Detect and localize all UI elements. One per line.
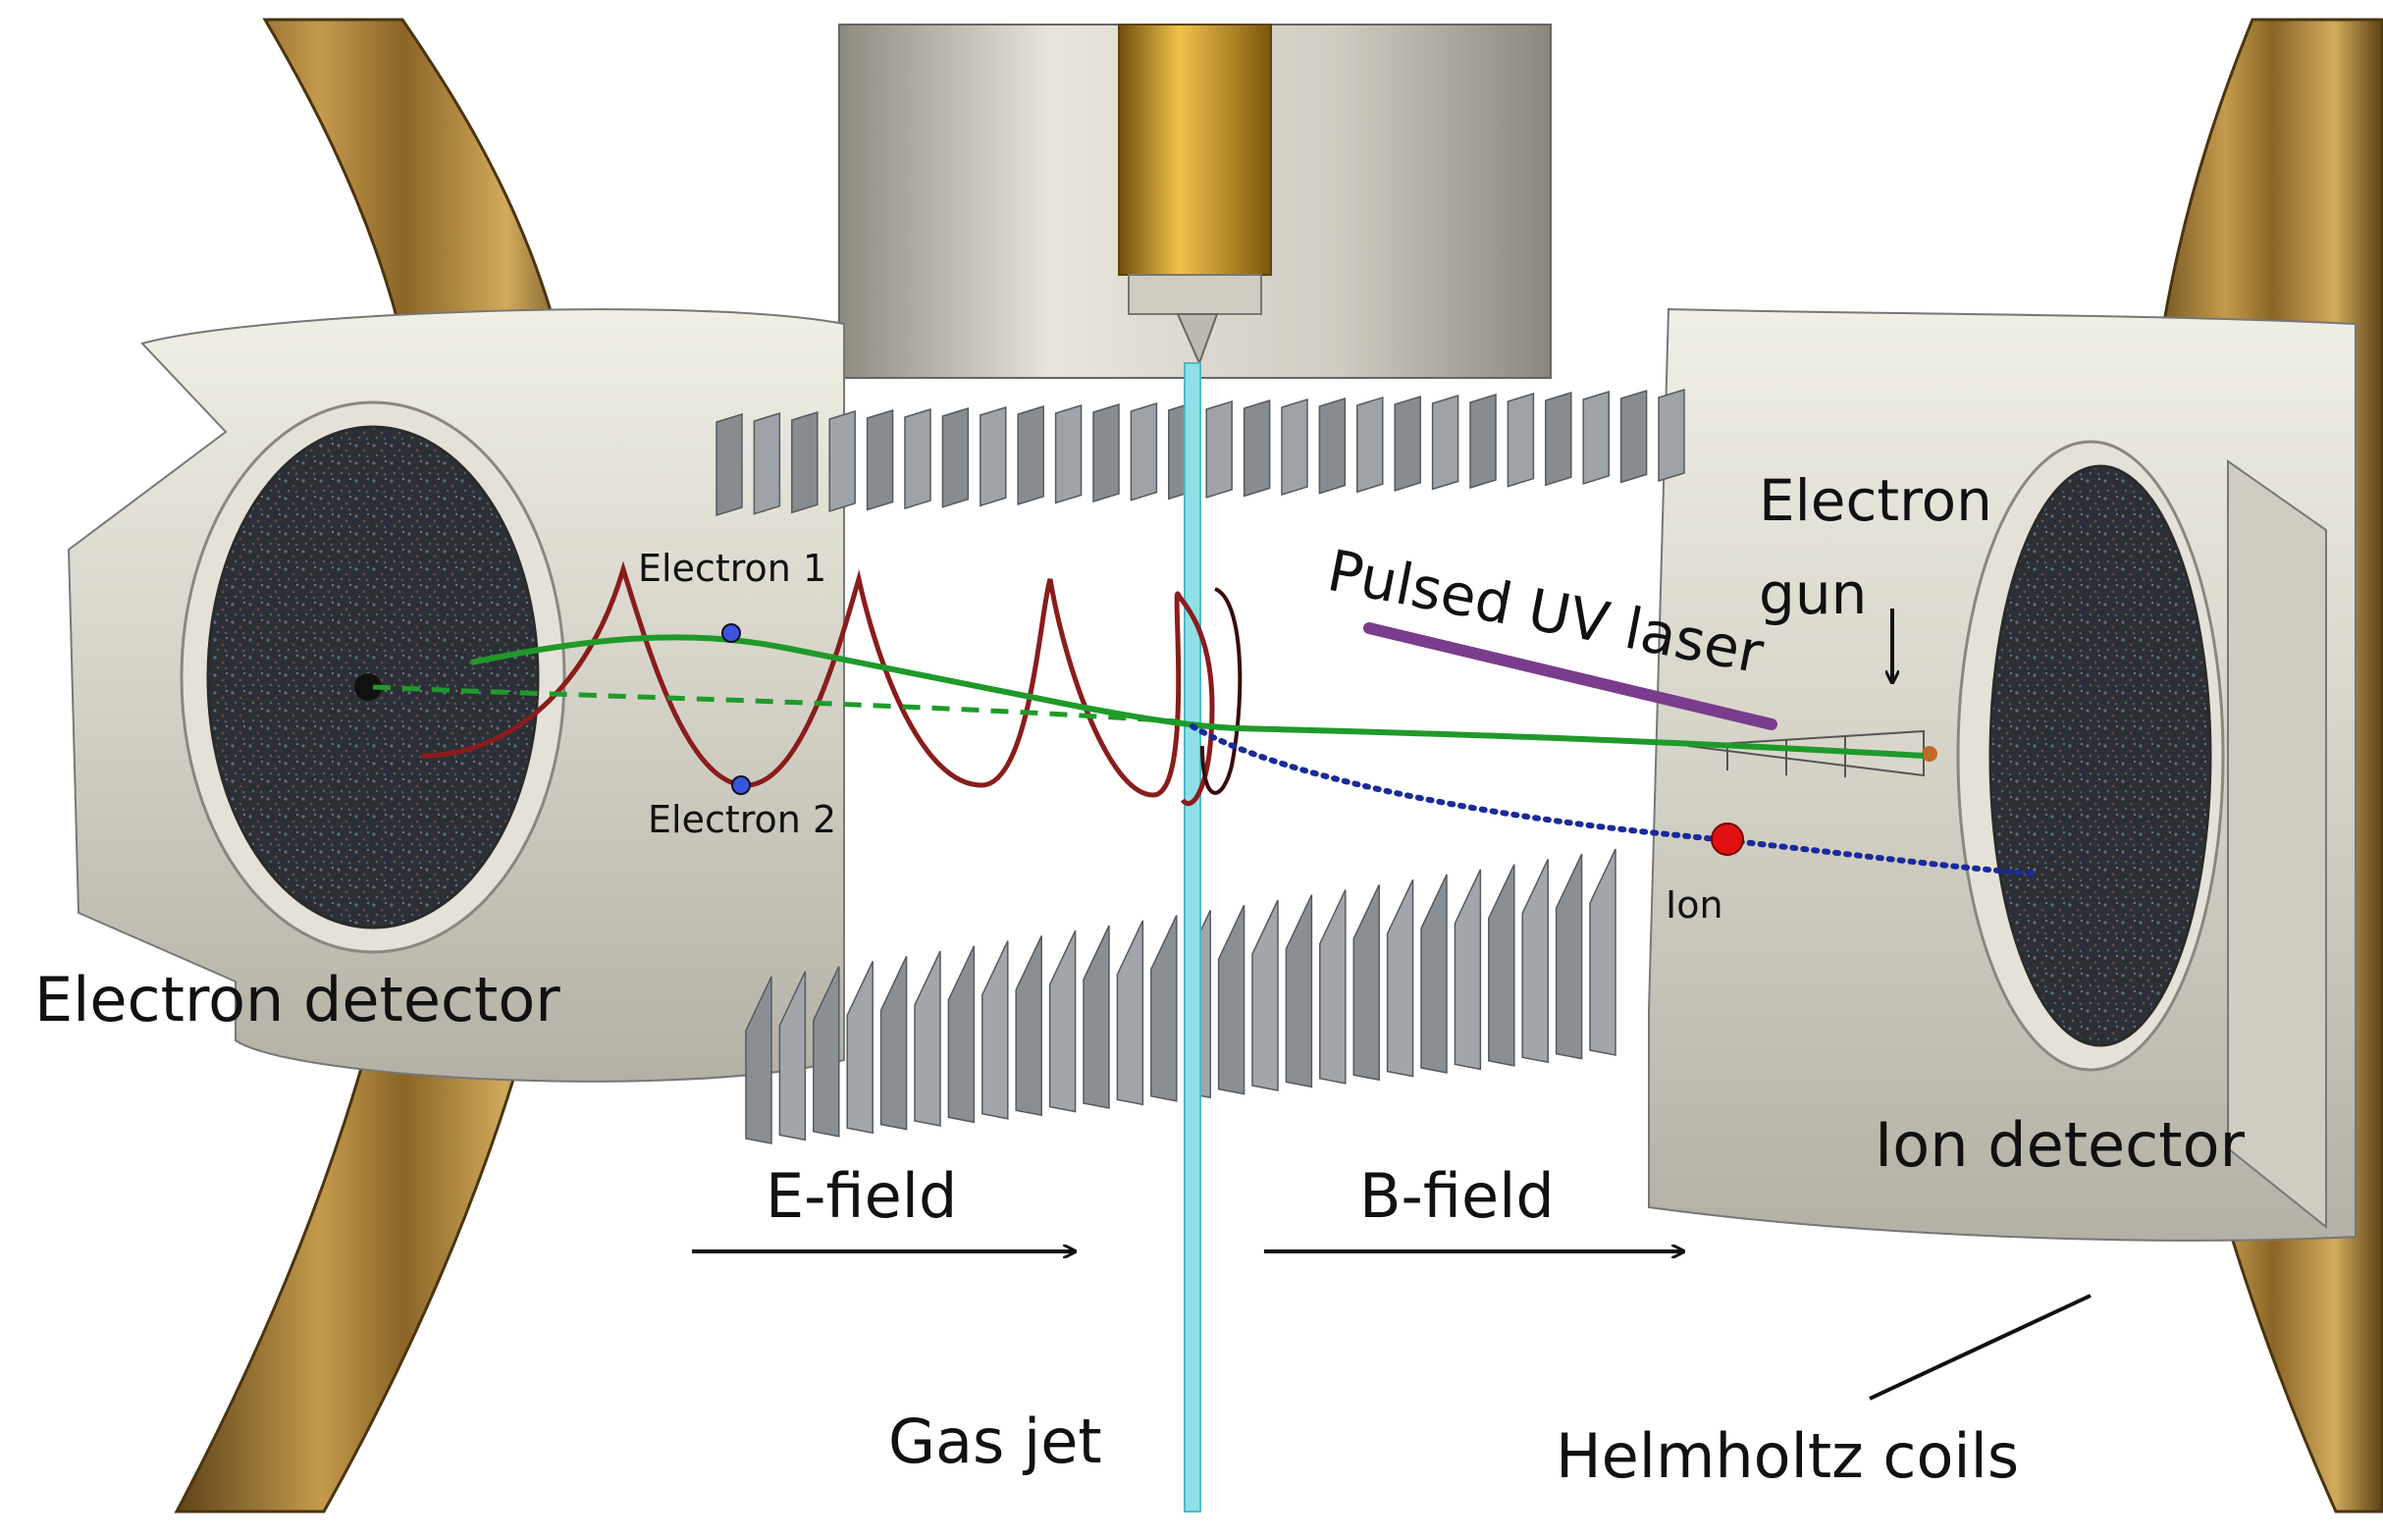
label-ion: Ion [1666, 883, 1723, 927]
gas-nozzle-housing [838, 24, 1552, 379]
electrode-plate-bottom [1150, 915, 1178, 1102]
label-electron-gun-line2: gun [1759, 560, 1867, 627]
electrode-plate-top [1619, 389, 1648, 484]
electrode-plate-top [1582, 390, 1610, 485]
electrode-plate-bottom [846, 961, 874, 1135]
electrode-plate-bottom [1521, 859, 1549, 1064]
electrode-plate-bottom [1048, 929, 1077, 1113]
electrode-plate-top [1054, 403, 1083, 504]
electrode-plate-bottom [778, 971, 807, 1142]
electrode-plate-top [1281, 398, 1308, 497]
electrode-plate-bottom [1555, 853, 1583, 1060]
electron-1-marker [721, 623, 741, 643]
electrode-plate-top [1469, 393, 1497, 490]
label-e-field: E-field [766, 1160, 957, 1232]
spectrometer-electrodes-bottom [745, 848, 1616, 1144]
electrode-plate-top [791, 410, 819, 514]
electrode-plate-bottom [1488, 864, 1515, 1067]
electrode-plate-bottom [1454, 869, 1482, 1071]
electron-track-2-dashed [372, 684, 1179, 724]
ion-track [1190, 723, 2035, 876]
electron-spiral-trajectory [421, 560, 1215, 807]
electrode-plate-bottom [1285, 894, 1313, 1089]
electrode-plate-bottom [1319, 889, 1347, 1085]
label-gas-jet: Gas jet [888, 1406, 1102, 1477]
label-electron-1: Electron 1 [638, 547, 826, 590]
electrode-plate-bottom [813, 966, 840, 1138]
ion-marker [1711, 823, 1744, 856]
electrode-plate-top [1507, 392, 1535, 488]
electrode-plate-bottom [1015, 935, 1042, 1117]
electrode-plate-top [904, 407, 931, 510]
label-ion-detector: Ion detector [1875, 1109, 2246, 1181]
electrode-plate-top [1205, 399, 1233, 499]
label-electron-gun-line1: Electron [1759, 467, 1992, 534]
pulsed-uv-laser-beam [1363, 622, 1777, 730]
electrode-plate-bottom [981, 940, 1009, 1120]
electrode-plate-top [1092, 402, 1120, 504]
electrode-plate-top [828, 409, 856, 512]
electrode-plate-bottom [1386, 878, 1414, 1078]
electrode-plate-top [866, 408, 894, 511]
electrode-plate-top [1017, 404, 1044, 505]
electrode-plate-top [1545, 391, 1572, 487]
electrode-plate-bottom [1251, 899, 1279, 1091]
spectrometer-electrodes-top [715, 388, 1685, 517]
electrode-plate-top [980, 405, 1007, 507]
gas-jet-beam [1184, 362, 1201, 1513]
electrode-plate-bottom [947, 945, 976, 1124]
electrode-plate-bottom [914, 950, 941, 1127]
electrode-plate-top [715, 412, 743, 517]
ion-detector-plate [1988, 464, 2212, 1047]
electrode-plate-top [1394, 395, 1421, 492]
electron-side-chamber [67, 308, 845, 1083]
electrode-plate-bottom [1116, 920, 1144, 1106]
electrode-plate-bottom [879, 955, 908, 1131]
electrode-plate-top [1318, 397, 1347, 495]
electrode-plate-bottom [1589, 848, 1616, 1056]
label-electron-2: Electron 2 [648, 798, 836, 841]
electron-spiral-loop [1200, 587, 1243, 795]
electrode-plate-top [1431, 394, 1459, 491]
ion-side-chamber [1648, 307, 2357, 1242]
label-b-field: B-field [1359, 1160, 1555, 1232]
electrode-plate-top [1130, 401, 1158, 502]
label-helmholtz-coils: Helmholtz coils [1556, 1420, 2019, 1492]
electrode-plate-bottom [745, 976, 772, 1144]
electrode-plate-bottom [1217, 904, 1245, 1095]
electrode-plate-top [1356, 396, 1384, 494]
electrode-plate-bottom [1083, 925, 1110, 1109]
electrode-plate-bottom [1352, 884, 1380, 1082]
electrode-plate-top [1658, 388, 1685, 483]
electron-2-marker [731, 775, 751, 795]
helmholtz-pointer-line [1869, 1294, 2092, 1401]
electrode-plate-top [1243, 398, 1271, 498]
electrode-plate-top [753, 411, 781, 515]
electrode-plate-bottom [1420, 874, 1448, 1074]
label-electron-detector: Electron detector [34, 964, 560, 1036]
electron-track-1 [470, 634, 1925, 759]
electrode-plate-top [941, 406, 970, 508]
